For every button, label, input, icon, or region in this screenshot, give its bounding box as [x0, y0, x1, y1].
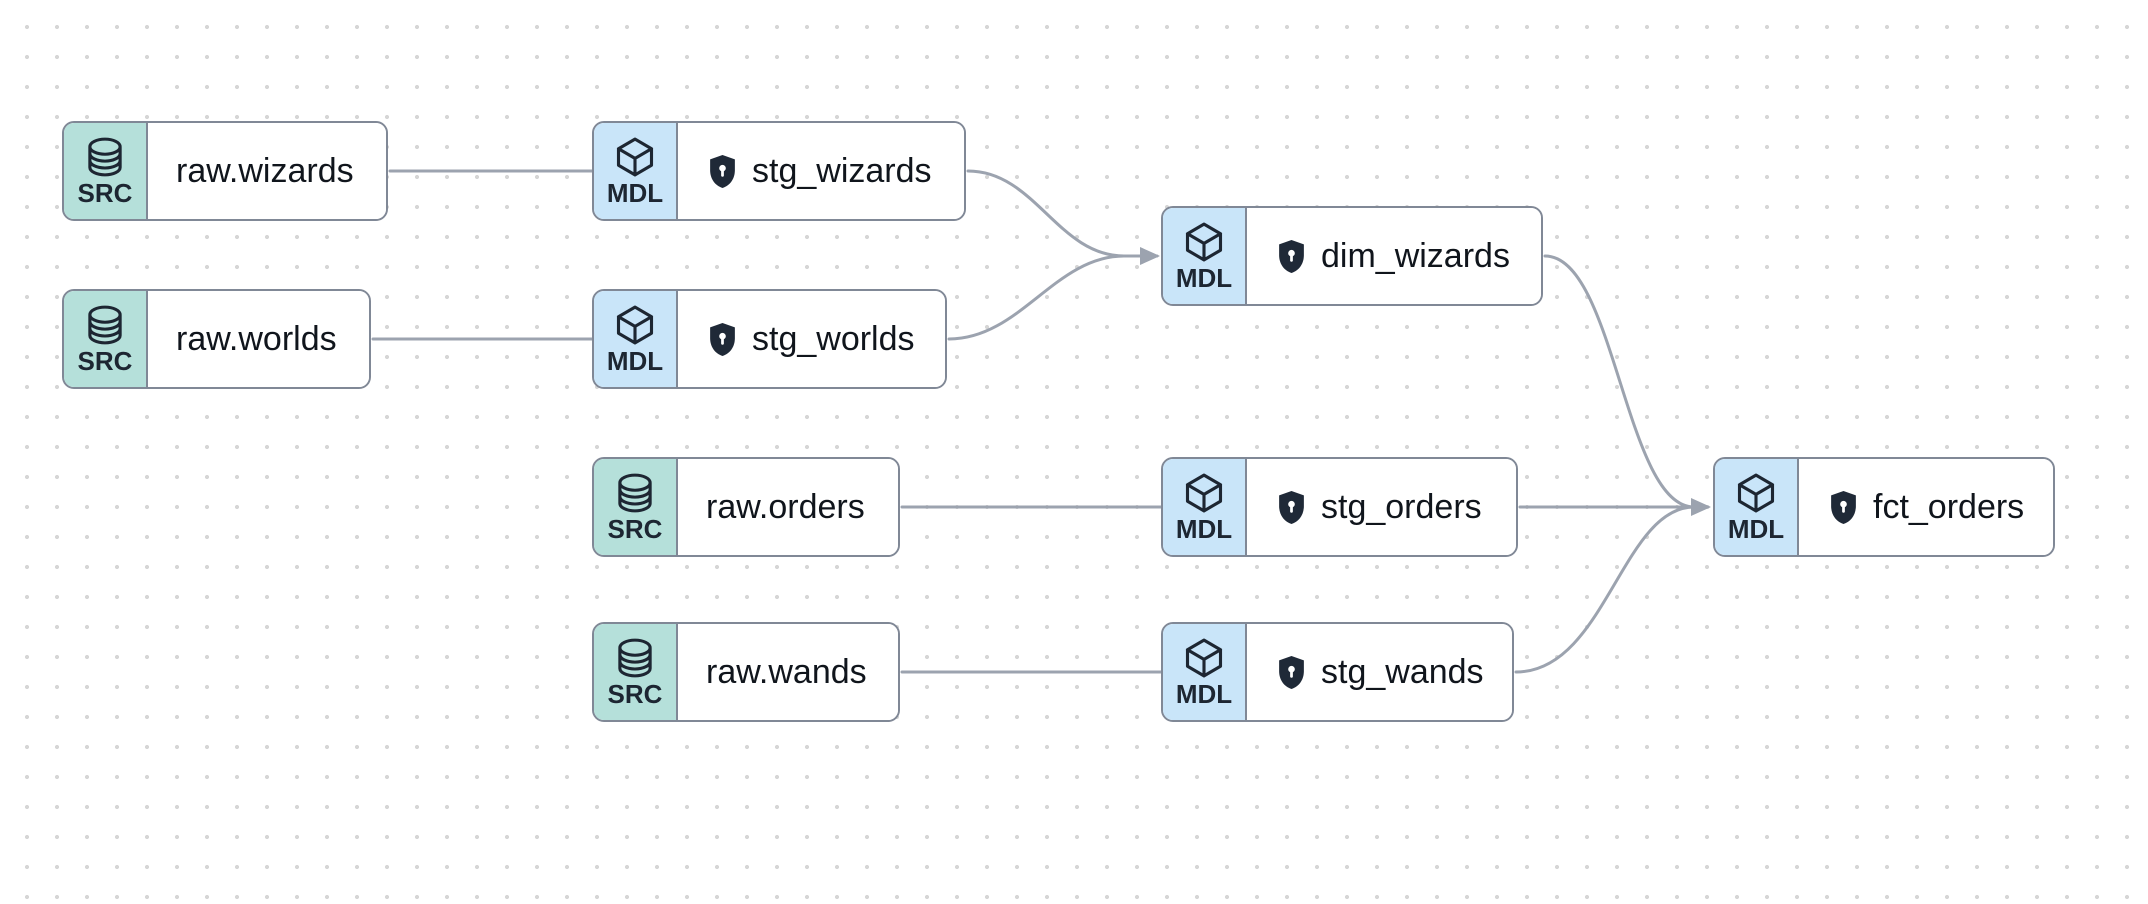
node-stg-orders[interactable]: MDL stg_orders — [1161, 457, 1518, 557]
node-kind-badge: SRC — [594, 624, 678, 720]
node-kind-badge: MDL — [1163, 624, 1247, 720]
node-label: raw.worlds — [176, 319, 337, 358]
database-icon — [613, 636, 657, 680]
node-body: stg_orders — [1247, 459, 1516, 555]
node-label: fct_orders — [1873, 487, 2025, 526]
cube-icon — [1182, 636, 1226, 680]
node-label: stg_wands — [1321, 652, 1484, 691]
node-body: raw.orders — [678, 459, 898, 555]
node-label: stg_worlds — [752, 319, 915, 358]
node-kind-label: SRC — [607, 513, 663, 544]
arrowhead-fct-orders — [1691, 498, 1711, 516]
node-body: raw.worlds — [148, 291, 369, 387]
shield-icon — [1275, 654, 1308, 691]
node-raw-wands[interactable]: SRC raw.wands — [592, 622, 900, 722]
shield-icon — [706, 153, 739, 190]
node-body: raw.wands — [678, 624, 898, 720]
node-kind-badge: MDL — [594, 291, 678, 387]
node-raw-orders[interactable]: SRC raw.orders — [592, 457, 900, 557]
node-kind-label: SRC — [77, 345, 133, 376]
arrowhead-dim-wizards — [1140, 247, 1160, 265]
database-icon — [83, 135, 127, 179]
node-kind-label: SRC — [77, 177, 133, 208]
node-raw-wizards[interactable]: SRC raw.wizards — [62, 121, 388, 221]
shield-icon — [1275, 238, 1308, 275]
cube-icon — [1182, 220, 1226, 264]
node-kind-label: SRC — [607, 678, 663, 709]
node-stg-worlds[interactable]: MDL stg_worlds — [592, 289, 947, 389]
node-stg-wands[interactable]: MDL stg_wands — [1161, 622, 1514, 722]
shield-icon — [1275, 489, 1308, 526]
node-body: dim_wizards — [1247, 208, 1541, 304]
edge-dim-wizards-fct-orders — [1543, 254, 1696, 509]
node-kind-label: MDL — [1727, 513, 1785, 544]
node-body: fct_orders — [1799, 459, 2053, 555]
node-label: dim_wizards — [1321, 236, 1510, 275]
node-kind-label: MDL — [1175, 513, 1233, 544]
node-kind-label: MDL — [1175, 678, 1233, 709]
node-body: raw.wizards — [148, 123, 386, 219]
node-kind-badge: MDL — [1715, 459, 1799, 555]
edge-stg-wizards-dim-wizards — [966, 169, 1159, 258]
node-label: raw.orders — [706, 487, 865, 526]
node-kind-badge: MDL — [594, 123, 678, 219]
node-kind-label: MDL — [606, 177, 664, 208]
node-label: stg_orders — [1321, 487, 1482, 526]
node-kind-badge: SRC — [64, 123, 148, 219]
database-icon — [613, 471, 657, 515]
edge-stg-worlds-dim-wizards — [947, 254, 1126, 341]
node-fct-orders[interactable]: MDL fct_orders — [1713, 457, 2055, 557]
shield-icon — [706, 321, 739, 358]
edge-stg-wands-fct-orders — [1514, 505, 1696, 674]
shield-icon — [1827, 489, 1860, 526]
node-kind-badge: MDL — [1163, 208, 1247, 304]
node-kind-label: MDL — [1175, 262, 1233, 293]
node-body: stg_worlds — [678, 291, 945, 387]
node-label: raw.wizards — [176, 151, 354, 190]
node-kind-badge: MDL — [1163, 459, 1247, 555]
cube-icon — [613, 303, 657, 347]
node-kind-label: MDL — [606, 345, 664, 376]
node-raw-worlds[interactable]: SRC raw.worlds — [62, 289, 371, 389]
node-stg-wizards[interactable]: MDL stg_wizards — [592, 121, 966, 221]
node-label: raw.wands — [706, 652, 867, 691]
cube-icon — [1182, 471, 1226, 515]
node-label: stg_wizards — [752, 151, 932, 190]
node-dim-wizards[interactable]: MDL dim_wizards — [1161, 206, 1543, 306]
node-body: stg_wands — [1247, 624, 1512, 720]
node-kind-badge: SRC — [64, 291, 148, 387]
cube-icon — [1734, 471, 1778, 515]
node-body: stg_wizards — [678, 123, 964, 219]
node-kind-badge: SRC — [594, 459, 678, 555]
cube-icon — [613, 135, 657, 179]
database-icon — [83, 303, 127, 347]
